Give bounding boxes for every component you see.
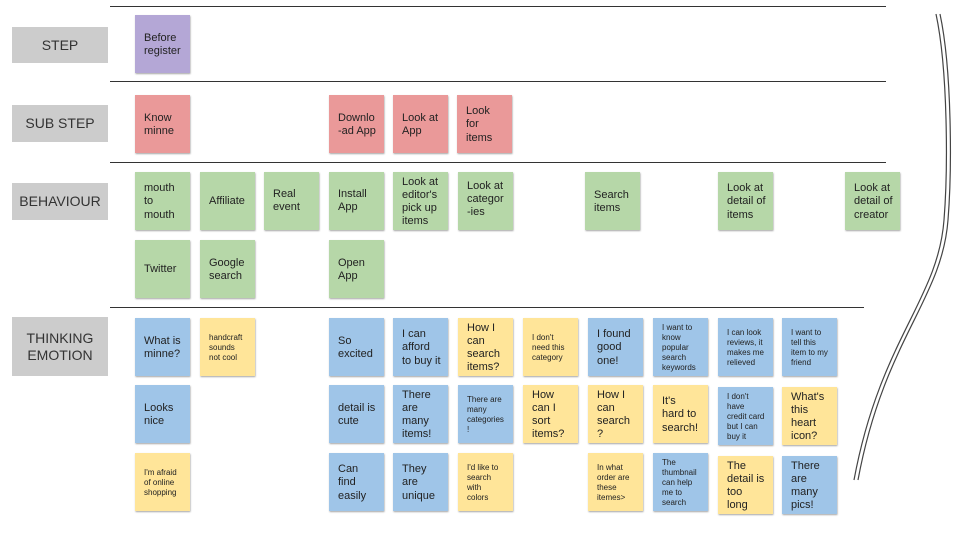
sticky-note-behaviour: Install App <box>329 172 384 230</box>
sticky-note-thinking: The thumbnail can help me to search <box>653 453 708 511</box>
sticky-note-behaviour: Search items <box>585 172 640 230</box>
divider-line <box>110 6 886 7</box>
sticky-note-thinking: There are many pics! <box>782 456 837 514</box>
sticky-note-emotion: I'm afraid of online shopping <box>135 453 190 511</box>
divider-line <box>110 162 886 163</box>
row-label-behaviour: BEHAVIOUR <box>12 183 108 220</box>
row-label-thinking-emotion: THINKING EMOTION <box>12 317 108 376</box>
sticky-note-behaviour: Affiliate <box>200 172 255 230</box>
sticky-note-behaviour: Look at editor's pick up items <box>393 172 448 230</box>
sticky-note-thinking: I can afford to buy it <box>393 318 448 376</box>
sticky-note-behaviour: Look at categor -ies <box>458 172 513 230</box>
sticky-note-sub-step: Look for items <box>457 95 512 153</box>
sticky-note-emotion: How I can search ? <box>588 385 643 443</box>
sticky-note-emotion: What's this heart icon? <box>782 387 837 445</box>
sticky-note-behaviour: Look at detail of items <box>718 172 773 230</box>
sticky-note-thinking: Looks nice <box>135 385 190 443</box>
sticky-note-sub-step: Downlo -ad App <box>329 95 384 153</box>
sticky-note-emotion: How I can search items? <box>458 318 513 376</box>
sticky-note-thinking: I want to know popular search keywords <box>653 318 708 376</box>
sticky-note-emotion: It's hard to search! <box>653 385 708 443</box>
sticky-note-thinking: I want to tell this item to my friend <box>782 318 837 376</box>
sticky-note-thinking: I can look reviews, it makes me relieved <box>718 318 773 376</box>
sticky-note-behaviour: Look at detail of creator <box>845 172 900 230</box>
sticky-note-sub-step: Look at App <box>393 95 448 153</box>
sticky-note-behaviour: Real event <box>264 172 319 230</box>
sticky-note-thinking: There are many items! <box>393 385 448 443</box>
sticky-note-thinking: So excited <box>329 318 384 376</box>
sticky-note-emotion: handcraft sounds not cool <box>200 318 255 376</box>
sticky-note-emotion: How can I sort items? <box>523 385 578 443</box>
sticky-note-behaviour: Google search <box>200 240 255 298</box>
row-label-sub-step: SUB STEP <box>12 105 108 142</box>
sticky-note-behaviour: mouth to mouth <box>135 172 190 230</box>
sticky-note-emotion: In what order are these itemes> <box>588 453 643 511</box>
sticky-note-thinking: detail is cute <box>329 385 384 443</box>
sticky-note-thinking: I found good one! <box>588 318 643 376</box>
divider-line <box>110 307 864 308</box>
sticky-note-thinking: Can find easily <box>329 453 384 511</box>
sticky-note-sub-step: Know minne <box>135 95 190 153</box>
sticky-note-thinking: I don't have credit card but I can buy i… <box>718 387 773 445</box>
sticky-note-emotion: I'd like to search with colors <box>458 453 513 511</box>
divider-line <box>110 81 886 82</box>
sticky-note-step: Before register <box>135 15 190 73</box>
sticky-note-thinking: There are many categories ! <box>458 385 513 443</box>
sticky-note-behaviour: Open App <box>329 240 384 298</box>
sticky-note-thinking: They are unique <box>393 453 448 511</box>
sticky-note-behaviour: Twitter <box>135 240 190 298</box>
sticky-note-emotion: I don't need this category <box>523 318 578 376</box>
row-label-step: STEP <box>12 27 108 63</box>
sticky-note-emotion: The detail is too long <box>718 456 773 514</box>
sticky-note-thinking: What is minne? <box>135 318 190 376</box>
